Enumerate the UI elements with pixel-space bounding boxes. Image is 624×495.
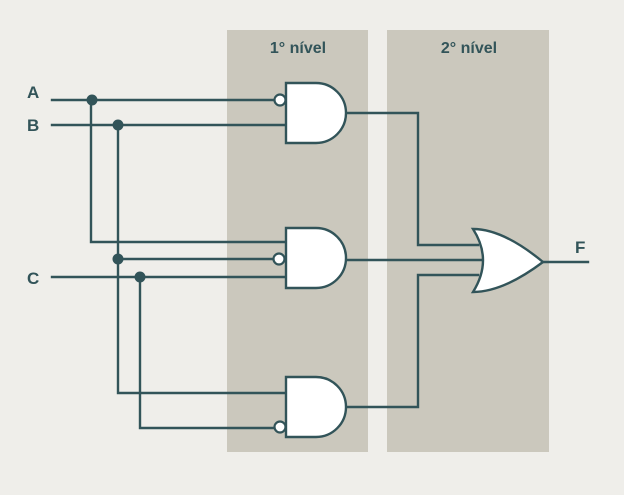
inverter-bubble-and3-c [273, 420, 287, 434]
inverter-bubble-and2-b [272, 252, 286, 266]
junction-dot-b [112, 119, 124, 131]
level-2-label: 2° nível [441, 40, 497, 57]
level-1-label: 1° nível [270, 40, 326, 57]
and-gate-2 [284, 226, 348, 290]
input-label-a: A [27, 83, 39, 102]
level-2-band [387, 30, 549, 452]
input-label-b: B [27, 116, 39, 135]
wires-input-c [50, 275, 288, 430]
and-gate-3 [284, 375, 348, 439]
junction-dot-b-lower [112, 253, 124, 265]
wires-gate-outputs [344, 111, 590, 409]
or-gate [470, 227, 545, 294]
input-label-c: C [27, 269, 39, 288]
junction-dot-a [86, 94, 98, 106]
inverter-bubble-and1-a [273, 93, 287, 107]
wires-input-b [50, 123, 288, 395]
output-label-f: F [575, 238, 585, 257]
junction-dot-c [134, 271, 146, 283]
and-gate-1 [284, 81, 348, 145]
